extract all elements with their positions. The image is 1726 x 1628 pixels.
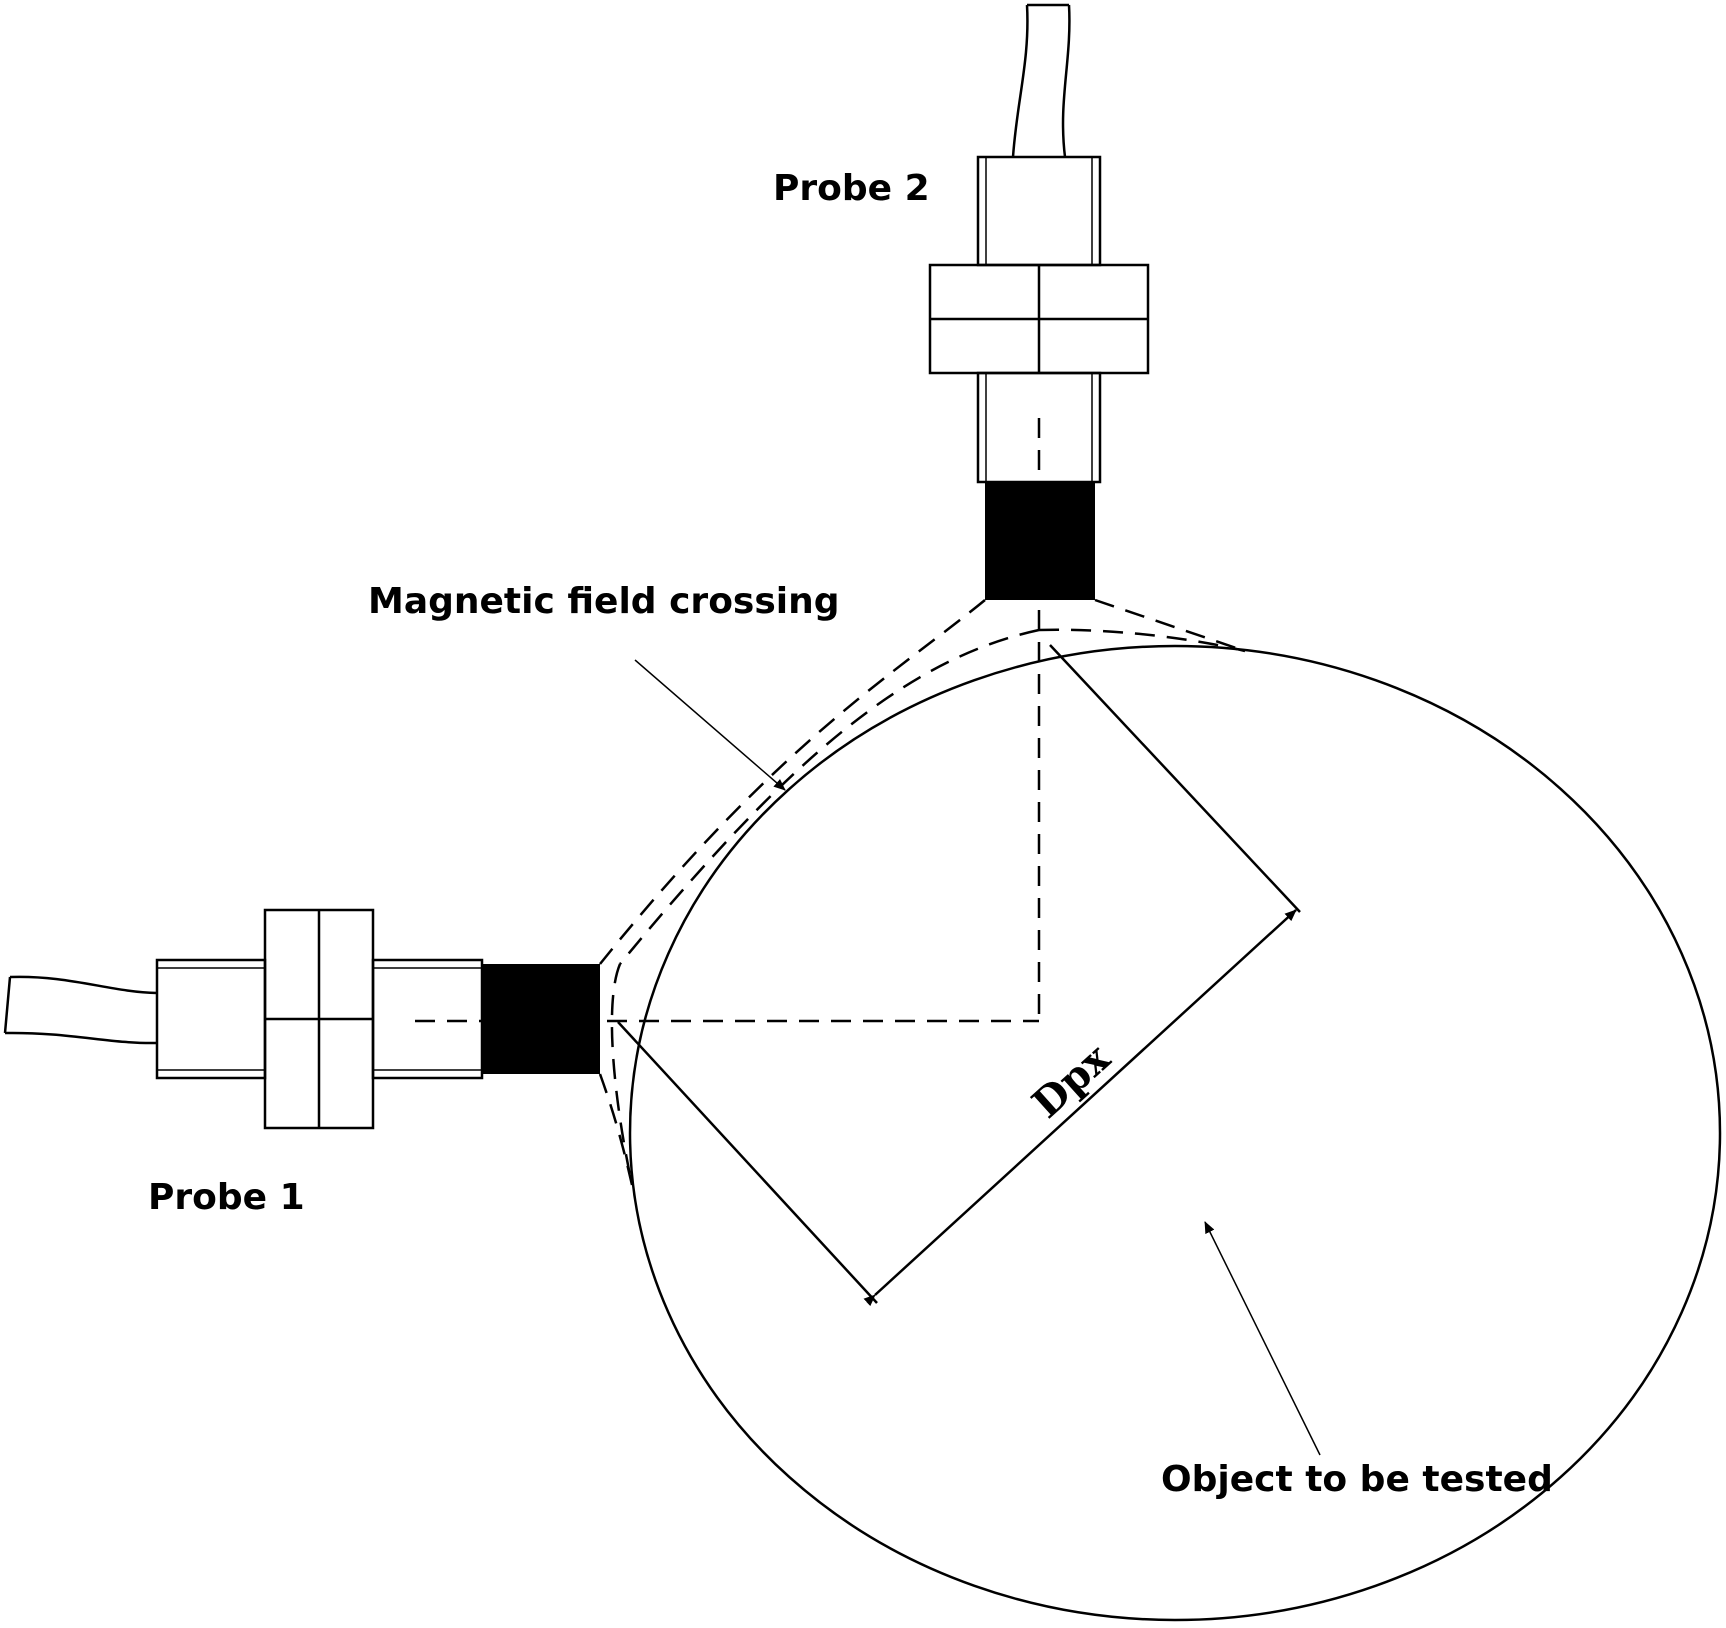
object-label: Object to be tested [1161,1459,1553,1500]
probe-2-cable [1011,3,1071,158]
magnetic-field-label: Magnetic field crossing [368,581,840,622]
dimension-label: Dpx [1023,1034,1120,1128]
probe-1 [3,908,600,1130]
probe-2 [928,3,1150,600]
probe-1-right-body [371,958,484,1080]
probe-1-cable [3,975,158,1045]
test-object-circle [628,644,1722,1622]
diameter-dimension: Dpx [617,644,1301,1307]
magnetic-field-lines [598,598,1246,1186]
probe-1-left-body [155,958,267,1080]
field-leader-arrow [634,659,786,791]
probe-2-upper-body [976,155,1102,267]
probe-1-sensor-face [482,964,600,1074]
object-leader-arrow [1204,1221,1321,1456]
extension-line-top [1049,644,1301,913]
extension-line-left [617,1021,878,1304]
probe-1-label: Probe 1 [148,1177,305,1218]
probe-2-label: Probe 2 [773,168,930,209]
dimension-line [863,909,1297,1307]
